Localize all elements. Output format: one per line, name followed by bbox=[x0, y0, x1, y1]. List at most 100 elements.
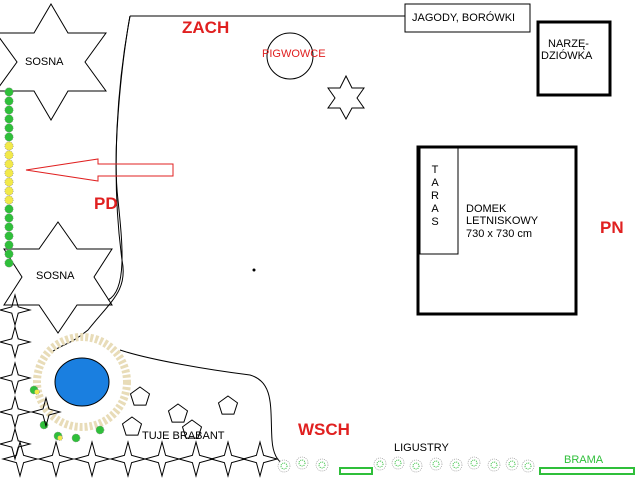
tree-star bbox=[143, 440, 181, 478]
plot-boundary-left bbox=[51, 15, 131, 353]
privet-shrub-inner bbox=[376, 460, 384, 468]
privet-shrub-inner bbox=[298, 459, 306, 467]
privet-shrub bbox=[505, 457, 519, 471]
quince-label: PIGWOWCE bbox=[262, 48, 326, 60]
plot-boundary bbox=[12, 16, 405, 480]
plot-boundary-lower bbox=[119, 349, 286, 466]
hedge-shrub bbox=[4, 159, 14, 169]
privet-shrub bbox=[429, 457, 443, 471]
privet-shrub-inner bbox=[412, 462, 420, 470]
arrow-left-icon bbox=[25, 158, 174, 182]
terrace bbox=[419, 147, 459, 255]
hedge-shrub bbox=[4, 96, 14, 106]
bottom-tree-row bbox=[1, 440, 279, 478]
thuja-label: TUJE BRABANT bbox=[142, 430, 225, 442]
tool-shed bbox=[536, 20, 612, 97]
privet-shrub bbox=[487, 458, 501, 472]
privet-shrub-inner bbox=[394, 459, 402, 467]
thuja-shrub bbox=[217, 395, 239, 415]
hedge-shrub bbox=[4, 258, 14, 268]
tree-star bbox=[30, 396, 62, 428]
summer-house bbox=[416, 145, 578, 316]
pond bbox=[54, 357, 110, 407]
direction-north: PN bbox=[600, 218, 624, 237]
house-label-3: 730 x 730 cm bbox=[466, 228, 533, 240]
privet-shrub-inner bbox=[432, 460, 440, 468]
hedge-shrub bbox=[71, 433, 81, 443]
tree-star bbox=[1, 440, 39, 478]
tool-shed-label-1: NARZĘ- bbox=[548, 38, 589, 50]
berries-label: JAGODY, BORÓWKI bbox=[412, 12, 516, 24]
hedge-shrub bbox=[4, 87, 14, 97]
left-hedge bbox=[4, 87, 105, 443]
hedge-shrub bbox=[4, 204, 14, 214]
direction-east: WSCH bbox=[298, 420, 350, 439]
hedge-shrub bbox=[4, 168, 14, 178]
tree-star bbox=[109, 440, 147, 478]
privet-shrub bbox=[315, 458, 329, 472]
tool-shed-label-2: DZIÓWKA bbox=[541, 50, 593, 62]
thuja-shrub bbox=[167, 403, 189, 423]
hedge-shrub bbox=[4, 141, 14, 151]
tree-star bbox=[0, 293, 32, 327]
thuja-shrub bbox=[121, 416, 143, 436]
privet-shrub bbox=[449, 458, 463, 472]
privet-shrub bbox=[391, 456, 405, 470]
gate-label: BRAMA bbox=[564, 454, 604, 466]
privet-hedge bbox=[277, 456, 535, 473]
privet-shrub-inner bbox=[452, 461, 460, 469]
tree-star bbox=[0, 395, 32, 429]
house-label-1: DOMEK bbox=[466, 203, 507, 215]
privet-shrub-inner bbox=[318, 461, 326, 469]
hedge-shrub bbox=[4, 186, 14, 196]
tree-star bbox=[241, 440, 279, 478]
hedge-shrub bbox=[34, 389, 40, 395]
gate-bar-1 bbox=[339, 467, 373, 475]
tree-star bbox=[209, 440, 247, 478]
pine-tree-top bbox=[0, 3, 107, 121]
marker-dot bbox=[252, 268, 256, 272]
pine-mid-label: SOSNA bbox=[36, 270, 75, 282]
hedge-shrub bbox=[4, 249, 14, 259]
privet-shrub bbox=[521, 459, 535, 473]
direction-south: PD bbox=[94, 194, 118, 213]
hedge-shrub bbox=[4, 222, 14, 232]
privet-label: LIGUSTRY bbox=[394, 442, 449, 454]
privet-shrub-inner bbox=[490, 461, 498, 469]
privet-shrub-inner bbox=[280, 462, 288, 470]
left-tree-column bbox=[0, 293, 62, 461]
hedge-shrub bbox=[4, 114, 14, 124]
privet-shrub bbox=[373, 457, 387, 471]
hedge-shrub bbox=[4, 150, 14, 160]
hedge-shrub bbox=[4, 123, 14, 133]
pond-ring bbox=[33, 333, 131, 431]
tree-star bbox=[73, 440, 111, 478]
quince-circle bbox=[266, 32, 314, 80]
privet-shrub bbox=[295, 456, 309, 470]
hedge-shrub bbox=[57, 435, 63, 441]
hedge-shrub bbox=[4, 195, 14, 205]
hedge-shrub bbox=[4, 105, 14, 115]
pine-tree-mid bbox=[3, 221, 113, 334]
gate-bar-2 bbox=[539, 467, 635, 475]
thuja-shrub bbox=[181, 419, 203, 439]
thuja-shrubs bbox=[121, 386, 239, 439]
berries-box bbox=[404, 3, 531, 33]
tree-star bbox=[0, 427, 32, 461]
privet-shrub bbox=[467, 456, 481, 470]
privet-shrub-inner bbox=[470, 459, 478, 467]
small-tree bbox=[327, 74, 365, 121]
hedge-shrub bbox=[4, 213, 14, 223]
tree-star bbox=[0, 361, 32, 395]
hedge-shrub bbox=[4, 177, 14, 187]
house-label-2: LETNISKOWY bbox=[466, 215, 539, 227]
hedge-shrub bbox=[4, 132, 14, 142]
tree-star bbox=[37, 440, 75, 478]
terrace-label: T A R A S bbox=[431, 164, 439, 228]
privet-shrub-inner bbox=[508, 460, 516, 468]
privet-shrub bbox=[409, 459, 423, 473]
tree-star bbox=[0, 325, 32, 359]
direction-west: ZACH bbox=[182, 18, 230, 37]
pine-top-label: SOSNA bbox=[25, 56, 64, 68]
